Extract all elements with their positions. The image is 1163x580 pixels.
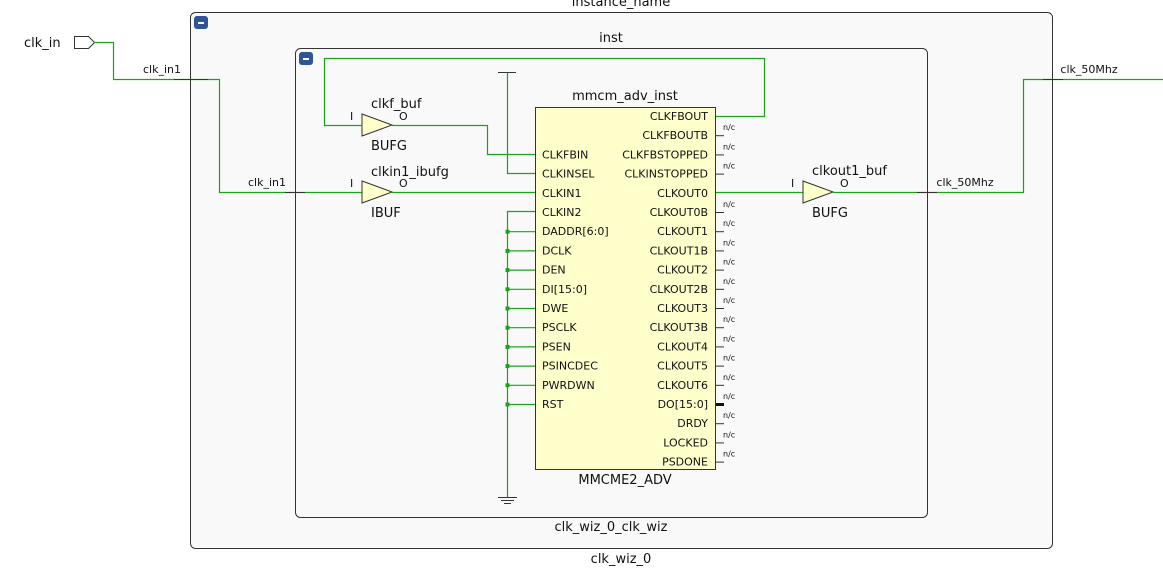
net-label-clk-50mhz-outer: clk_50Mhz <box>1060 63 1117 76</box>
mmcm-pin-right: CLKOUT3B <box>650 321 708 334</box>
net-clkfbout-feedback[interactable] <box>323 57 766 127</box>
mmcm-pin-right: CLKFBSTOPPED <box>622 148 708 161</box>
clkf-buf-type: BUFG <box>371 139 407 154</box>
mmcm-pin-right: CLKOUT2 <box>657 264 708 277</box>
mmcm-pin-left: DI[15:0] <box>542 283 587 296</box>
net-label-clk-in1-outer: clk_in1 <box>143 63 181 76</box>
mmcm-pin-right: CLKOUT4 <box>657 340 708 353</box>
mmcm-pin-left: DADDR[6:0] <box>542 225 609 238</box>
clk-in-port-label: clk_in <box>24 36 61 51</box>
mmcm-instance-name: mmcm_adv_inst <box>572 89 678 104</box>
nc-label: n/c <box>723 411 735 420</box>
net-junction-dot <box>505 287 510 292</box>
net-junction-dot <box>505 325 510 330</box>
mmcm-pin-right: CLKFBOUTB <box>642 129 708 142</box>
ibuf-clkin1-ibufg[interactable] <box>361 180 394 204</box>
mmcm-pin-right: CLKOUT0 <box>657 187 708 200</box>
mmcm-pin-right: CLKOUT6 <box>657 379 708 392</box>
mmcm-pin-left: CLKINSEL <box>542 168 595 181</box>
clkf-buf-pin-i: I <box>350 110 353 123</box>
nc-label: n/c <box>723 315 735 324</box>
mmcm-pin-left: CLKFBIN <box>542 148 588 161</box>
net-junction-dot <box>505 268 510 273</box>
mmcm-pin-left: DEN <box>542 264 566 277</box>
net-clk-in1[interactable] <box>94 41 362 194</box>
nc-label: n/c <box>723 354 735 363</box>
mmcm-pin-right: DRDY <box>677 417 708 430</box>
mmcm-pin-left: CLKIN1 <box>542 187 582 200</box>
mmcm-pin-right: CLKOUT1 <box>657 225 708 238</box>
clkout1-buf-type: BUFG <box>812 206 848 221</box>
mmcm-pin-left: CLKIN2 <box>542 206 582 219</box>
inner-block-name: clk_wiz_0_clk_wiz <box>555 520 668 535</box>
nc-label: n/c <box>723 123 735 132</box>
mmcm-pin-right: CLKFBOUT <box>650 110 708 123</box>
clkin1-ibufg-name: clkin1_ibufg <box>371 165 449 180</box>
net-vcc-clkinsel[interactable] <box>506 72 536 175</box>
clkout1-buf-name: clkout1_buf <box>812 164 887 179</box>
nc-label: n/c <box>723 334 735 343</box>
mmcm-type-label: MMCME2_ADV <box>578 473 671 488</box>
mmcm-pin-right: CLKOUT0B <box>650 206 708 219</box>
mmcm-pin-right: CLKOUT1B <box>650 244 708 257</box>
net-junction-dot <box>505 402 510 407</box>
mmcm-pin-left: PSINCDEC <box>542 360 598 373</box>
net-junction-dot <box>505 306 510 311</box>
gnd-symbol <box>498 497 517 504</box>
net-junction-dot <box>505 364 510 369</box>
mmcm-pin-right: DO[15:0] <box>658 398 708 411</box>
mmcm-pin-left: RST <box>542 398 564 411</box>
nc-label: n/c <box>723 450 735 459</box>
inner-block-label: inst <box>599 31 623 46</box>
mmcm-pin-left: DWE <box>542 302 568 315</box>
net-gnd-tie[interactable] <box>506 210 536 498</box>
mmcm-pin-right: CLKOUT2B <box>650 283 708 296</box>
mmcm-pin-right: LOCKED <box>663 436 708 449</box>
clkin1-ibufg-pin-o: O <box>399 177 408 190</box>
mmcm-pin-right: CLKOUT3 <box>657 302 708 315</box>
gnd-tap-group <box>505 229 535 407</box>
nc-label: n/c <box>723 392 735 401</box>
clkf-buf-pin-o: O <box>399 110 408 123</box>
net-junction-dot <box>505 229 510 234</box>
mmcm-pin-right: CLKINSTOPPED <box>624 168 708 181</box>
nc-label: n/c <box>723 219 735 228</box>
mmcm-pin-right: CLKOUT5 <box>657 360 708 373</box>
clkin1-ibufg-pin-i: I <box>350 177 353 190</box>
nc-label: n/c <box>723 277 735 286</box>
clkout1-buf-pin-i: I <box>791 177 794 190</box>
outer-collapse-button[interactable] <box>194 16 208 29</box>
mmcm-right-pins: CLKFBOUTCLKFBOUTBn/cCLKFBSTOPPEDn/cCLKIN… <box>622 110 735 469</box>
nc-label: n/c <box>723 373 735 382</box>
net-junction-dot <box>505 383 510 388</box>
outer-block-name: clk_wiz_0 <box>591 552 652 567</box>
mmcm-adv-inst-block[interactable] <box>535 107 716 470</box>
bufg-clkout1-buf[interactable] <box>802 180 835 204</box>
mmcm-pin-left: PSEN <box>542 340 571 353</box>
nc-label: n/c <box>723 296 735 305</box>
net-label-clk-50mhz-inner: clk_50Mhz <box>936 176 993 189</box>
clkin1-ibufg-type: IBUF <box>371 206 401 221</box>
mmcm-pin-left: PWRDWN <box>542 379 595 392</box>
nc-label: n/c <box>723 162 735 171</box>
net-junction-dot <box>505 344 510 349</box>
mmcm-pin-left: PSCLK <box>542 321 577 334</box>
nc-label: n/c <box>723 142 735 151</box>
net-clkfb-to-clkfbin[interactable] <box>392 124 535 156</box>
mmcm-pin-right: PSDONE <box>662 456 708 469</box>
clkout1-buf-pin-o: O <box>840 177 849 190</box>
nc-label: n/c <box>723 430 735 439</box>
nc-label: n/c <box>723 200 735 209</box>
nc-label: n/c <box>723 238 735 247</box>
clkf-buf-name: clkf_buf <box>371 97 422 112</box>
net-junction-dot <box>505 248 510 253</box>
clk-in-port-icon[interactable] <box>74 36 96 49</box>
mmcm-pin-left: DCLK <box>542 244 572 257</box>
inner-collapse-button[interactable] <box>299 52 313 65</box>
net-label-clk-in1-inner: clk_in1 <box>248 176 286 189</box>
instance-name-label: instance_name <box>572 0 670 10</box>
nc-label: n/c <box>723 258 735 267</box>
